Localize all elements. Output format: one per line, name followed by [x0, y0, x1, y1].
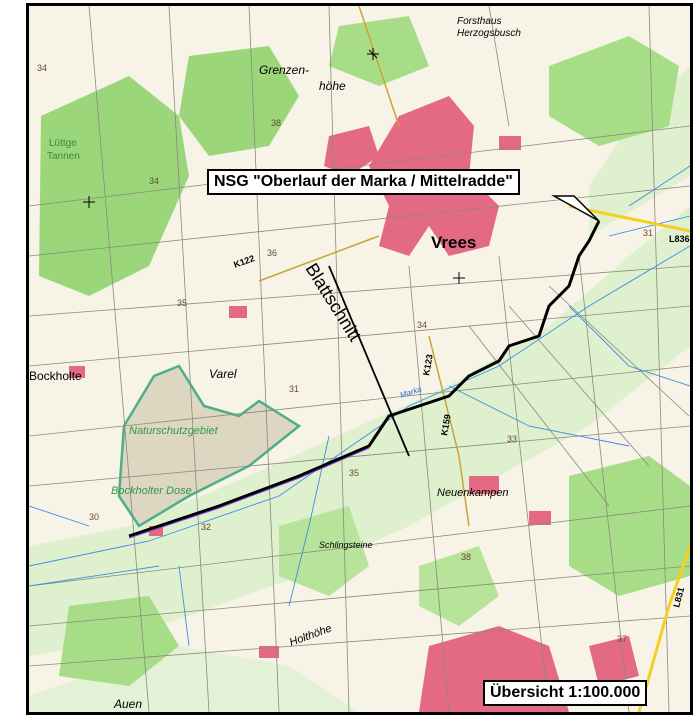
place-label-auen: Auen — [113, 697, 142, 711]
elevation-label: 37 — [617, 634, 627, 644]
road-label-l836: L836 — [669, 234, 690, 244]
forest-area — [419, 546, 499, 626]
tower-icon — [83, 48, 465, 284]
elevation-label: 38 — [461, 552, 471, 562]
section-line — [328, 265, 410, 457]
forest-area — [279, 506, 369, 596]
nsg-boundary-line-accent — [128, 447, 370, 539]
elevation-label: 34 — [149, 176, 159, 186]
place-label-hoehe: höhe — [319, 79, 346, 93]
elevation-label: 35 — [177, 298, 187, 308]
elevation-label: 31 — [643, 228, 653, 238]
water-ditches — [29, 165, 690, 647]
settlement-small — [229, 306, 247, 318]
place-label-varel: Varel — [209, 367, 237, 381]
elevation-label: 34 — [417, 320, 427, 330]
settlement-small — [149, 526, 163, 536]
map-frame: Vrees Grenzen- höhe Forsthaus Herzogsbus… — [26, 3, 693, 715]
scale-label: Übersicht 1:100.000 — [483, 680, 648, 706]
settlement-small — [529, 511, 551, 525]
field-lines — [29, 6, 690, 712]
elevation-label: 35 — [349, 468, 359, 478]
place-label-grenzen: Grenzen- — [259, 63, 309, 77]
elevation-label: 38 — [271, 118, 281, 128]
place-label-neuenkampen: Neuenkampen — [437, 487, 509, 499]
road-label-k123: K123 — [421, 353, 435, 376]
elevation-label: 36 — [267, 248, 277, 258]
settlement-small — [69, 366, 85, 378]
forest-area — [569, 456, 690, 596]
elevation-label: 31 — [289, 384, 299, 394]
elevation-labels: 34 34 34 35 35 36 38 38 31 31 32 30 37 3… — [37, 63, 653, 644]
forest-area — [549, 36, 679, 146]
nsg-bockholter-dose-area — [117, 364, 302, 528]
elevation-label: 34 — [37, 63, 47, 73]
elevation-label: 33 — [507, 434, 517, 444]
forest-area — [329, 16, 429, 86]
forest-area — [179, 46, 299, 156]
meadow-area — [29, 646, 359, 712]
callout-pointer — [551, 195, 600, 222]
place-label-tannen: Tannen — [47, 151, 80, 162]
settlement-small — [589, 636, 639, 686]
settlement-small — [259, 646, 279, 658]
place-label-schlingsteine: Schlingsteine — [319, 540, 373, 550]
place-label-forsthaus: Forsthaus — [457, 16, 501, 27]
place-label-nsg-2: Bockholter Dose — [111, 485, 192, 497]
meadow-area — [29, 206, 690, 656]
place-label-nsg-1: Naturschutzgebiet — [129, 425, 219, 437]
elevation-label: 30 — [89, 512, 99, 522]
place-label-herzogsbusch: Herzogsbusch — [457, 28, 521, 39]
map-canvas[interactable]: Vrees Grenzen- höhe Forsthaus Herzogsbus… — [29, 6, 690, 712]
settlement-vrees — [324, 126, 379, 176]
settlement-small — [499, 136, 521, 150]
forest-area — [59, 596, 179, 686]
elevation-label: 32 — [201, 522, 211, 532]
place-label-luttge: Lüttge — [49, 138, 77, 149]
place-label-vrees: Vrees — [431, 233, 476, 252]
forest-area — [39, 76, 189, 296]
road-label-k159: K159 — [439, 413, 453, 436]
settlement-small — [469, 476, 499, 494]
nsg-boundary-line — [128, 220, 601, 538]
place-label-bockholte: Bockholte — [29, 369, 82, 383]
nsg-title-label: NSG "Oberlauf der Marka / Mittelradde" — [207, 169, 520, 195]
